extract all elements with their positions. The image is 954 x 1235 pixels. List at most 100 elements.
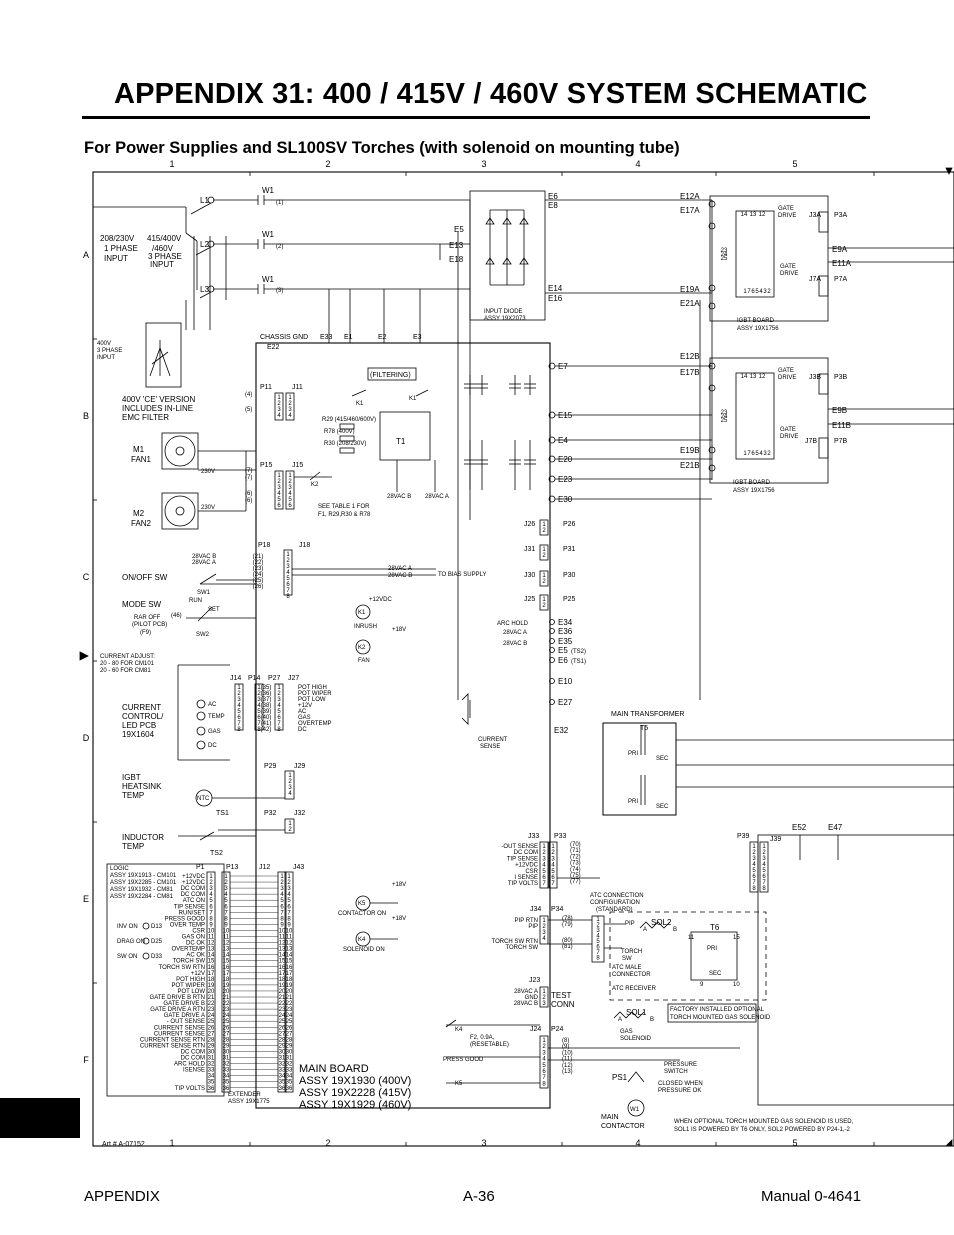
label-j30: J30 [524, 572, 535, 579]
pin-number: 23 [279, 1007, 286, 1013]
label-atc-3: (STANDARD) [596, 907, 633, 913]
label-p18-b: 28VAC B [192, 554, 216, 560]
p32-connector [284, 818, 295, 834]
pin-number: 7 [762, 880, 766, 886]
pin-number: 28 [279, 1037, 286, 1043]
label-j3b: J3B [809, 374, 821, 381]
label-j32: J32 [294, 810, 305, 817]
wire-number: (21) [253, 554, 264, 560]
label-vac28a3: 28VAC A [514, 989, 538, 995]
label-pri: PRI [628, 751, 638, 757]
p13-connector [221, 871, 231, 1093]
wire-number: (24) [253, 572, 264, 578]
label-p27: P27 [268, 675, 281, 682]
label-t5: T5 [640, 725, 648, 732]
pin-number: 2 [224, 880, 228, 886]
label-extender-1: EXTENDER [228, 1092, 261, 1098]
pin-number: 31 [286, 1056, 293, 1062]
label-conn: CONN [551, 1000, 575, 1009]
pin-number: 4 [762, 862, 766, 868]
label-e15: E15 [558, 411, 573, 420]
diode [502, 217, 512, 225]
pin-number: 3 [209, 886, 213, 892]
label-see-1: SEE TABLE 1 FOR [318, 504, 370, 510]
gate-connector-b [818, 373, 829, 395]
pin-number: 1 [288, 395, 292, 401]
label-p30: P30 [563, 572, 576, 579]
label-ce-1: 400V 'CE' VERSION [122, 395, 196, 404]
j11-connector [285, 392, 295, 421]
pin-number: 1 [237, 685, 241, 691]
igbt-module-b [735, 372, 775, 460]
diode [485, 217, 495, 225]
label-e12b: E12B [680, 352, 700, 361]
label-e17a: E17A [680, 206, 700, 215]
label-cc-1: CURRENT [122, 703, 161, 712]
label-dc: DC [298, 727, 307, 733]
label-n72: (72) [570, 854, 581, 860]
p1-signal-6: TIP SENSE [174, 904, 205, 910]
label-gate-drive-7: GATE [780, 427, 796, 433]
pin-number: 3 [286, 564, 290, 570]
pin-number: 16 [286, 965, 293, 971]
wire [627, 1071, 645, 1083]
grid-row: A [83, 250, 89, 260]
label-assy-1: ASSY 19X1913 - CM101 [110, 873, 177, 879]
pin-number: 4 [224, 892, 228, 898]
label-fan1-2: FAN1 [131, 455, 152, 464]
pin-number: 16 [279, 965, 286, 971]
wire-number: (35) [261, 685, 272, 691]
p1-signal-23: GATE DRIVE A RTN [150, 1007, 205, 1013]
j30-connector [539, 570, 549, 587]
pin-number: 11 [208, 935, 215, 941]
terminal [708, 200, 716, 208]
resistor [339, 435, 355, 442]
pin-number: 23 [208, 1007, 215, 1013]
pin-number: 2 [752, 850, 756, 856]
led-temp [196, 711, 206, 721]
p1-signal-21: GATE DRIVE B RTN [150, 995, 205, 1001]
pin-number: 22 [279, 1001, 286, 1007]
pin-number: 14 [208, 953, 215, 959]
label-w1b-n: (2) [276, 244, 283, 250]
label-e23: E23 [558, 475, 573, 484]
pin-number: 5 [280, 898, 284, 904]
pin-number: 3 [542, 1050, 546, 1056]
pin-number: 1 [288, 773, 292, 779]
pin-number: 3 [257, 697, 261, 703]
wire [190, 202, 212, 215]
p1-signal-15: TORCH SW [172, 959, 205, 965]
label-sol2a: A [643, 927, 647, 933]
pin-number: 27 [279, 1031, 286, 1037]
p1-signal-9: OVER TEMP [170, 922, 205, 928]
igbt-pin: 3 [763, 451, 767, 457]
pin-number: 6 [287, 904, 291, 910]
pin-number: 4 [277, 703, 281, 709]
label-igbt-board-2: ASSY 19X1756 [737, 326, 779, 332]
label-current-sense-2: SENSE [480, 744, 500, 750]
terminal-l1 [207, 196, 215, 204]
pin-number: 9 [280, 922, 284, 928]
pin-number: 6 [237, 715, 241, 721]
pin-number: 26 [286, 1025, 293, 1031]
label-w1c: W1 [262, 275, 275, 284]
label-t6-15: 15 [733, 935, 740, 941]
label-t6-11: 11 [688, 935, 695, 941]
pin-number: 2 [542, 528, 546, 534]
p1-signal-26: CURRENT SENSE [154, 1025, 205, 1031]
label-j26: J26 [524, 521, 535, 528]
label-e5: E5 [454, 225, 464, 234]
terminal [708, 302, 716, 310]
pin-number: 1 [209, 874, 213, 880]
pin-number: 19 [223, 983, 230, 989]
label-e20: E20 [558, 455, 573, 464]
logic-pcb [106, 863, 225, 1097]
label-igbt-3: TEMP [122, 791, 144, 800]
label-j11: J11 [292, 384, 303, 391]
label-cur-adj-2: 20 - 80 FOR CM101 [100, 661, 155, 667]
label-input-1ph-1: 208/230V [100, 234, 135, 243]
label-f2-1: F2, 0.9A, [470, 1035, 495, 1041]
pin-number: 19 [208, 983, 215, 989]
pin-number: 32 [279, 1062, 286, 1068]
